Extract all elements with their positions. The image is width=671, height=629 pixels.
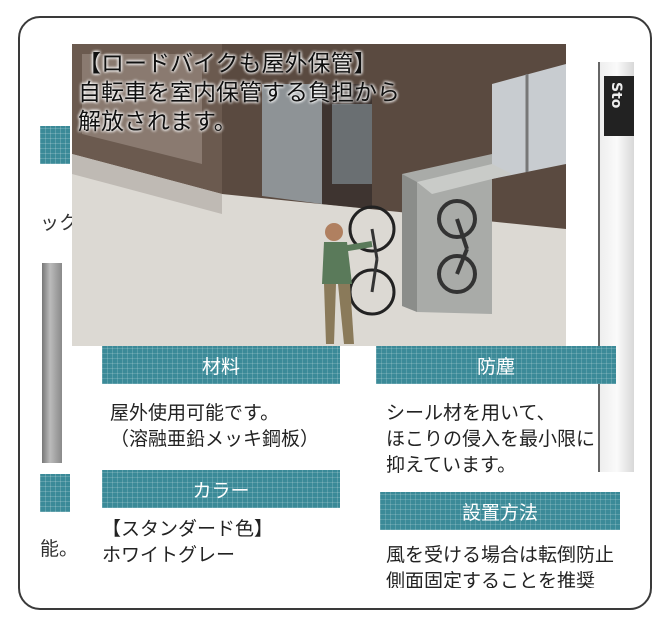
dustproof-line-1: シール材を用いて、 (386, 402, 556, 424)
install-line-1: 風を受ける場合は転倒防止 (386, 544, 615, 566)
content-frame: ックを 能。 (18, 16, 652, 610)
sign-plate (604, 76, 634, 136)
section-header-install: 設置方法 (380, 492, 620, 530)
caption-line-2: 自転車を室内保管する負担から (78, 80, 400, 106)
dustproof-line-3: 抑えています。 (386, 454, 517, 476)
section-header-material: 材料 (102, 346, 340, 384)
section-header-dustproof: 防塵 (376, 346, 616, 384)
material-line-2: （溶融亜鉛メッキ鋼板） (110, 428, 320, 450)
left-text-2: 能。 (40, 538, 79, 560)
left-partial-column: ックを 能。 (20, 18, 97, 608)
material-line-1: 屋外使用可能です。 (110, 402, 280, 424)
bicycle-storage-illustration (72, 44, 566, 346)
section-body-install: 風を受ける場合は転倒防止 側面固定することを推奨 (386, 542, 616, 588)
right-partial-sign: Sto (598, 62, 634, 472)
scene-caption: 【ロードバイクも屋外保管】 自転車を室内保管する負担から 解放されます。 (78, 50, 400, 137)
install-line-2: 側面固定することを推奨 (386, 570, 596, 588)
caption-line-1: 【ロードバイクも屋外保管】 (78, 51, 377, 77)
dustproof-line-2: ほこりの侵入を最小限に (386, 428, 596, 450)
section-header-tile (40, 126, 70, 164)
caption-line-3: 解放されます。 (78, 109, 237, 135)
section-body-color: 【スタンダード色】 ホワイトグレー (102, 516, 273, 568)
section-header-tile (40, 474, 70, 512)
section-body-dustproof: シール材を用いて、 ほこりの侵入を最小限に 抑えています。 (386, 400, 616, 478)
section-body-material: 屋外使用可能です。 （溶融亜鉛メッキ鋼板） (110, 400, 319, 452)
color-line-1: 【スタンダード色】 (102, 518, 274, 540)
left-photo (42, 263, 62, 463)
color-line-2: ホワイトグレー (102, 544, 236, 566)
section-header-color: カラー (102, 470, 340, 508)
scene-svg (72, 44, 566, 346)
sign-text: Sto (608, 82, 624, 109)
